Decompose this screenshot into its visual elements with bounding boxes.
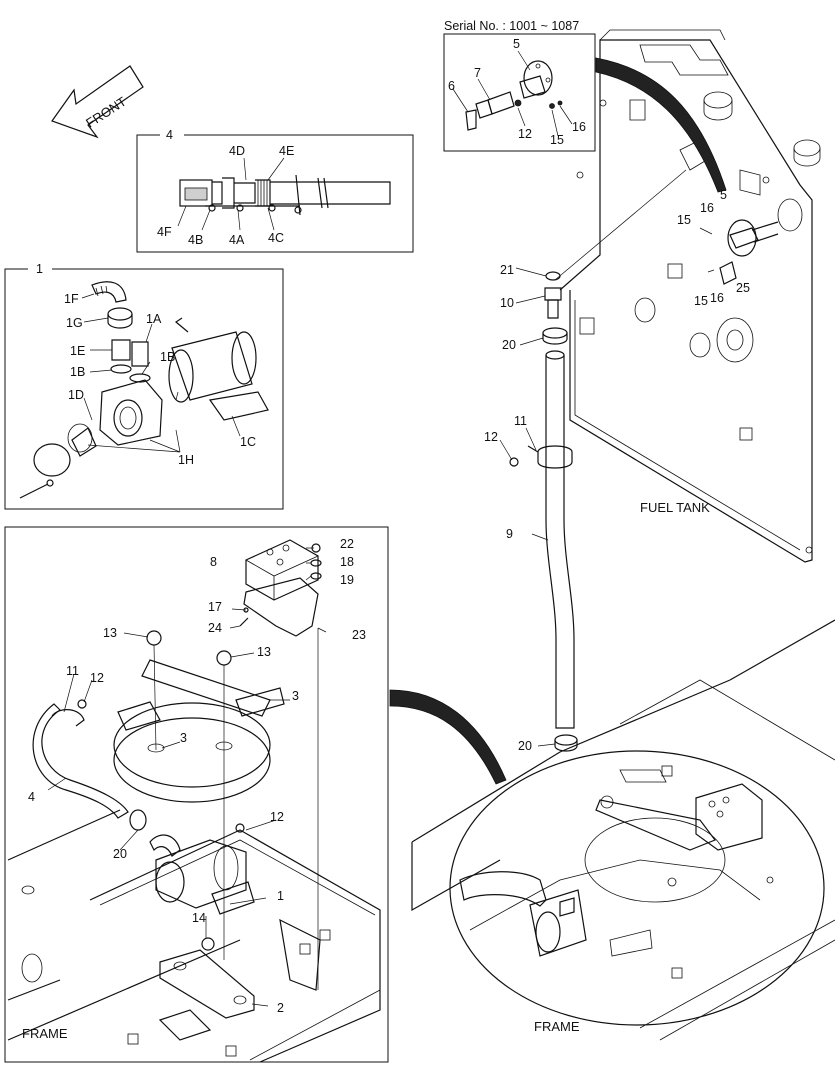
label-18: 18	[340, 555, 354, 569]
frame-detail-box	[4, 526, 389, 1063]
fuel-tank-label: FUEL TANK	[640, 500, 710, 515]
serial-label-15: 15	[550, 133, 564, 147]
tank-label-16-upper: 16	[700, 201, 714, 215]
label-8: 8	[210, 555, 217, 569]
frame-label-12-upper: 12	[90, 671, 104, 685]
hose-assembly-4	[177, 157, 391, 231]
frame-box-parts	[7, 539, 381, 1063]
label-20-upper: 20	[502, 338, 516, 352]
detail-box-4-title: 4	[166, 128, 173, 142]
label-10: 10	[500, 296, 514, 310]
detail-box-4	[136, 134, 414, 253]
label-4C: 4C	[268, 231, 284, 245]
suction-pipe-assembly	[499, 169, 715, 752]
frame-label-12-lower: 12	[270, 810, 284, 824]
serial-label-16: 16	[572, 120, 586, 134]
label-21: 21	[500, 263, 514, 277]
label-23: 23	[352, 628, 366, 642]
callout-curve-top	[595, 57, 727, 193]
frame-label-left: FRAME	[22, 1026, 68, 1041]
label-4A: 4A	[229, 233, 245, 247]
fuel-tank-drawing	[559, 29, 821, 563]
serial-label-12: 12	[518, 127, 532, 141]
label-1B-left: 1B	[70, 365, 85, 379]
serial-label-7: 7	[474, 66, 481, 80]
label-4B: 4B	[188, 233, 203, 247]
tank-label-15-upper: 15	[677, 213, 691, 227]
label-1A: 1A	[146, 312, 162, 326]
label-3-right: 3	[292, 689, 299, 703]
label-1C: 1C	[240, 435, 256, 449]
front-arrow-label: FRONT	[83, 94, 129, 131]
label-4E: 4E	[279, 144, 294, 158]
label-1B-right: 1B	[160, 350, 175, 364]
tank-label-5: 5	[720, 188, 727, 202]
label-13-left: 13	[103, 626, 117, 640]
label-1: 1	[277, 889, 284, 903]
serial-box-parts	[452, 50, 573, 137]
tank-label-16-lower: 16	[710, 291, 724, 305]
label-1D: 1D	[68, 388, 84, 402]
label-13-right: 13	[257, 645, 271, 659]
frame-label-11: 11	[66, 664, 79, 678]
frame-label-20: 20	[113, 847, 127, 861]
detail-box-1-title: 1	[36, 262, 43, 276]
tank-label-12: 12	[484, 430, 498, 444]
label-14: 14	[192, 911, 206, 925]
frame-label-right: FRAME	[534, 1019, 580, 1034]
frame-detail-circle	[411, 619, 835, 1041]
label-20-lower: 20	[518, 739, 532, 753]
tank-label-11: 11	[514, 414, 527, 428]
front-arrow: FRONT	[51, 65, 144, 139]
serial-number-label: Serial No. : 1001 ~ 1087	[444, 19, 579, 33]
callout-curve-bottom	[389, 689, 507, 785]
label-2: 2	[277, 1001, 284, 1015]
label-19: 19	[340, 573, 354, 587]
label-24: 24	[208, 621, 222, 635]
fuel-pump-exploded	[19, 281, 269, 499]
label-1H: 1H	[178, 453, 194, 467]
label-4F: 4F	[157, 225, 172, 239]
tank-label-15-lower: 15	[694, 294, 708, 308]
label-3-center: 3	[180, 731, 187, 745]
detail-box-1	[4, 268, 284, 510]
label-1G: 1G	[66, 316, 83, 330]
label-17: 17	[208, 600, 222, 614]
label-4D: 4D	[229, 144, 245, 158]
serial-label-6: 6	[448, 79, 455, 93]
label-4: 4	[28, 790, 35, 804]
label-1E: 1E	[70, 344, 85, 358]
serial-label-5: 5	[513, 37, 520, 51]
label-25: 25	[736, 281, 750, 295]
label-9: 9	[506, 527, 513, 541]
label-22: 22	[340, 537, 354, 551]
label-1F: 1F	[64, 292, 79, 306]
